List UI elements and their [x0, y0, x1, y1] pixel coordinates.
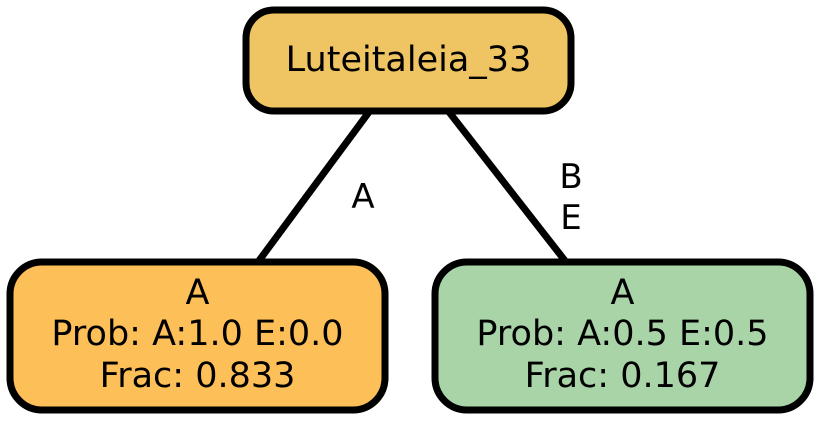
right-child-node: A Prob: A:0.5 E:0.5 Frac: 0.167 — [431, 258, 814, 414]
edge-label-right-line-2: E — [560, 198, 581, 238]
right-child-node-frac: Frac: 0.167 — [525, 356, 721, 396]
left-child-node: A Prob: A:1.0 E:0.0 Frac: 0.833 — [6, 258, 389, 414]
edge-label-right-line-1: B — [559, 157, 582, 197]
root-node: Luteitaleia_33 — [242, 6, 575, 115]
left-child-node-prob: Prob: A:1.0 E:0.0 — [51, 314, 343, 354]
edge-root-to-left — [254, 108, 373, 266]
right-child-node-box — [431, 258, 814, 414]
left-child-node-frac: Frac: 0.833 — [100, 356, 296, 396]
right-child-node-class: A — [611, 273, 635, 313]
edge-root-to-right — [445, 108, 570, 266]
right-child-node-prob: Prob: A:0.5 E:0.5 — [476, 314, 768, 354]
edge-label-left: A — [351, 177, 374, 217]
root-node-label: Luteitaleia_33 — [286, 40, 532, 80]
left-child-node-box — [6, 258, 389, 414]
left-child-node-class: A — [186, 273, 210, 313]
root-node-box — [242, 6, 575, 115]
